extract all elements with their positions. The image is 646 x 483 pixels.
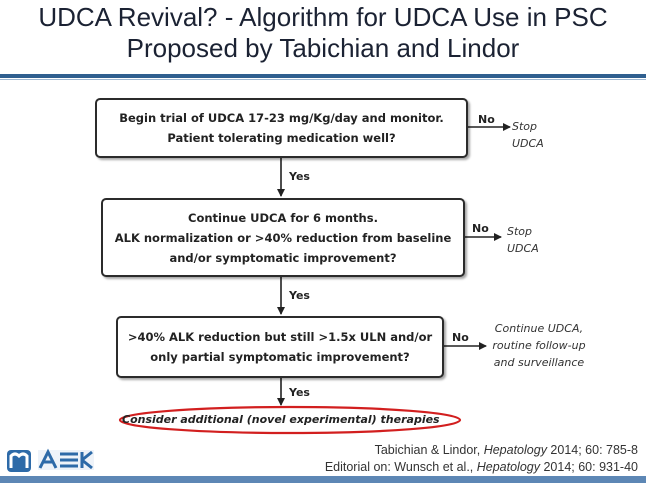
citation-2-journal: Hepatology	[476, 460, 540, 474]
step-2-box: Continue UDCA for 6 months. ALK normaliz…	[101, 198, 465, 277]
citation-line-1: Tabichian & Lindor, Hepatology 2014; 60:…	[375, 443, 638, 457]
slide-title: UDCA Revival? - Algorithm for UDCA Use i…	[0, 2, 646, 64]
step-3-outcome-line-2: routine follow-up	[492, 339, 586, 352]
step-2-line-3: and/or symptomatic improvement?	[169, 250, 397, 265]
step-2-no-label: No	[472, 222, 489, 235]
step-3-box: >40% ALK reduction but still >1.5x ULN a…	[116, 316, 444, 378]
step-1-no-label: No	[478, 113, 495, 126]
yes-label-2: Yes	[289, 289, 310, 302]
society-logo-icon	[7, 448, 94, 472]
step-3-no-label: No	[452, 331, 469, 344]
step-1-line-2: Patient tolerating medication well?	[167, 131, 396, 145]
step-3-no-outcome: Continue UDCA, routine follow-up and sur…	[484, 320, 594, 371]
step-3-outcome-line-1: Continue UDCA,	[494, 322, 584, 335]
step-1-outcome-line-1: Stop	[512, 120, 538, 133]
final-highlight-oval	[118, 405, 462, 435]
citation-2-ref: 2014; 60: 931-40	[540, 460, 638, 474]
yes-label-3: Yes	[289, 386, 310, 399]
citation-line-2: Editorial on: Wunsch et al., Hepatology …	[325, 460, 638, 474]
footer-bar	[0, 476, 646, 483]
yes-label-1: Yes	[289, 170, 310, 183]
step-2-line-1: Continue UDCA for 6 months.	[188, 210, 378, 225]
step-3-outcome-line-3: and surveillance	[493, 356, 585, 369]
step-1-line-1: Begin trial of UDCA 17-23 mg/Kg/day and …	[119, 111, 444, 125]
citation-2-authors: Editorial on: Wunsch et al.,	[324, 460, 477, 474]
title-divider-thin	[0, 79, 646, 80]
step-3-line-1: >40% ALK reduction but still >1.5x ULN a…	[127, 330, 433, 344]
step-2-no-outcome: Stop UDCA	[507, 223, 539, 257]
citation-1-authors: Tabichian & Lindor,	[374, 443, 484, 457]
step-2-outcome-line-1: Stop	[507, 225, 533, 238]
step-1-outcome-line-2: UDCA	[512, 137, 544, 150]
step-2-line-2: ALK normalization or >40% reduction from…	[114, 230, 452, 245]
step-2-outcome-line-2: UDCA	[507, 242, 539, 255]
step-3-line-2: only partial symptomatic improvement?	[150, 350, 410, 364]
step-1-box: Begin trial of UDCA 17-23 mg/Kg/day and …	[95, 98, 468, 158]
citation-1-journal: Hepatology	[483, 443, 547, 457]
step-1-no-outcome: Stop UDCA	[512, 118, 544, 152]
title-line-2: Proposed by Tabichian and Lindor	[126, 33, 520, 63]
title-line-1: UDCA Revival? - Algorithm for UDCA Use i…	[38, 2, 608, 32]
citation-1-ref: 2014; 60: 785-8	[546, 443, 638, 457]
final-recommendation: Consider additional (novel experimental)…	[122, 413, 440, 426]
title-divider	[0, 74, 646, 78]
